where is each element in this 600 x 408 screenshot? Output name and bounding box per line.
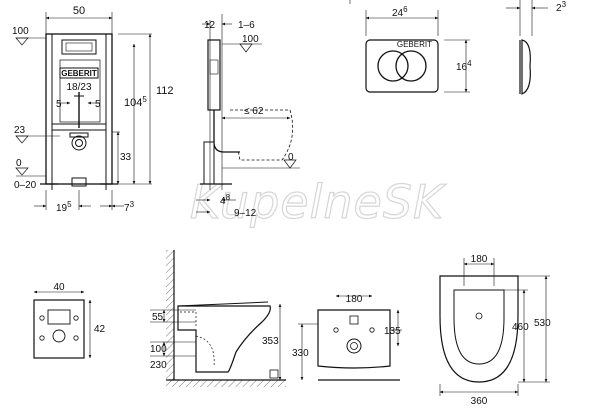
- wc-top-view: [439, 258, 550, 396]
- wc-side-view: [150, 250, 286, 387]
- side-reach-label: ≤ 62: [244, 106, 264, 117]
- side-floor-label: 0: [288, 152, 294, 163]
- geberit-logo-frame: GEBERIT: [61, 69, 97, 78]
- wc-front-width-label: 180: [346, 294, 363, 305]
- top-level-label: 100: [12, 26, 29, 37]
- side-top-offset-label: 12: [204, 20, 216, 31]
- wc-front-side-label: 135: [384, 326, 401, 337]
- floor-range-label: 0–20: [14, 180, 37, 191]
- side-level-label: 100: [242, 34, 259, 45]
- side-range-label: 1–6: [238, 20, 255, 31]
- flush-button-front: [349, 0, 470, 93]
- frame-width-label: 50: [73, 5, 85, 17]
- frame-front-view: [15, 12, 152, 210]
- wc-top-total-length-label: 530: [534, 318, 551, 329]
- left-offset-label: 195: [56, 200, 72, 214]
- frame-side-view: [196, 14, 300, 214]
- button-depth-label: 23: [556, 0, 567, 14]
- side-depth-label: 48: [220, 193, 231, 207]
- flush-pipe-label: 18/23: [66, 82, 91, 93]
- wc-total-height-label: 353: [262, 336, 279, 347]
- right-gap-label: 5: [95, 99, 101, 110]
- wc-top-inner-width-label: 180: [471, 254, 488, 265]
- button-height-label: 164: [456, 59, 472, 73]
- wc-floor-offset-label: 230: [150, 360, 167, 371]
- drain-height-label: 23: [14, 125, 26, 136]
- wc-front-height-label: 330: [292, 348, 309, 359]
- geberit-logo-button: GEBERIT: [397, 40, 432, 49]
- side-depth-range-label: 9–12: [234, 208, 257, 219]
- right-offset-label: 73: [124, 200, 135, 214]
- opening-width-label: 40: [53, 282, 65, 293]
- inner-height-label: 1045: [124, 95, 147, 109]
- flush-button-side: [506, 0, 548, 95]
- wall-opening-view: [33, 290, 92, 359]
- wc-pipe-height-label: 100: [150, 344, 167, 355]
- opening-height-label: 42: [94, 324, 106, 335]
- left-gap-label: 5: [56, 99, 62, 110]
- wc-top-width-label: 360: [471, 396, 488, 407]
- wc-top-offset-label: 55: [152, 312, 164, 323]
- wc-top-length-label: 460: [512, 322, 529, 333]
- total-height-label: 112: [156, 85, 174, 97]
- wc-front-view: [298, 294, 402, 381]
- button-width-label: 246: [392, 5, 408, 19]
- outlet-height-label: 33: [120, 152, 132, 163]
- watermark-text: KupelneSK: [190, 175, 447, 229]
- floor-zero-label: 0: [16, 158, 22, 169]
